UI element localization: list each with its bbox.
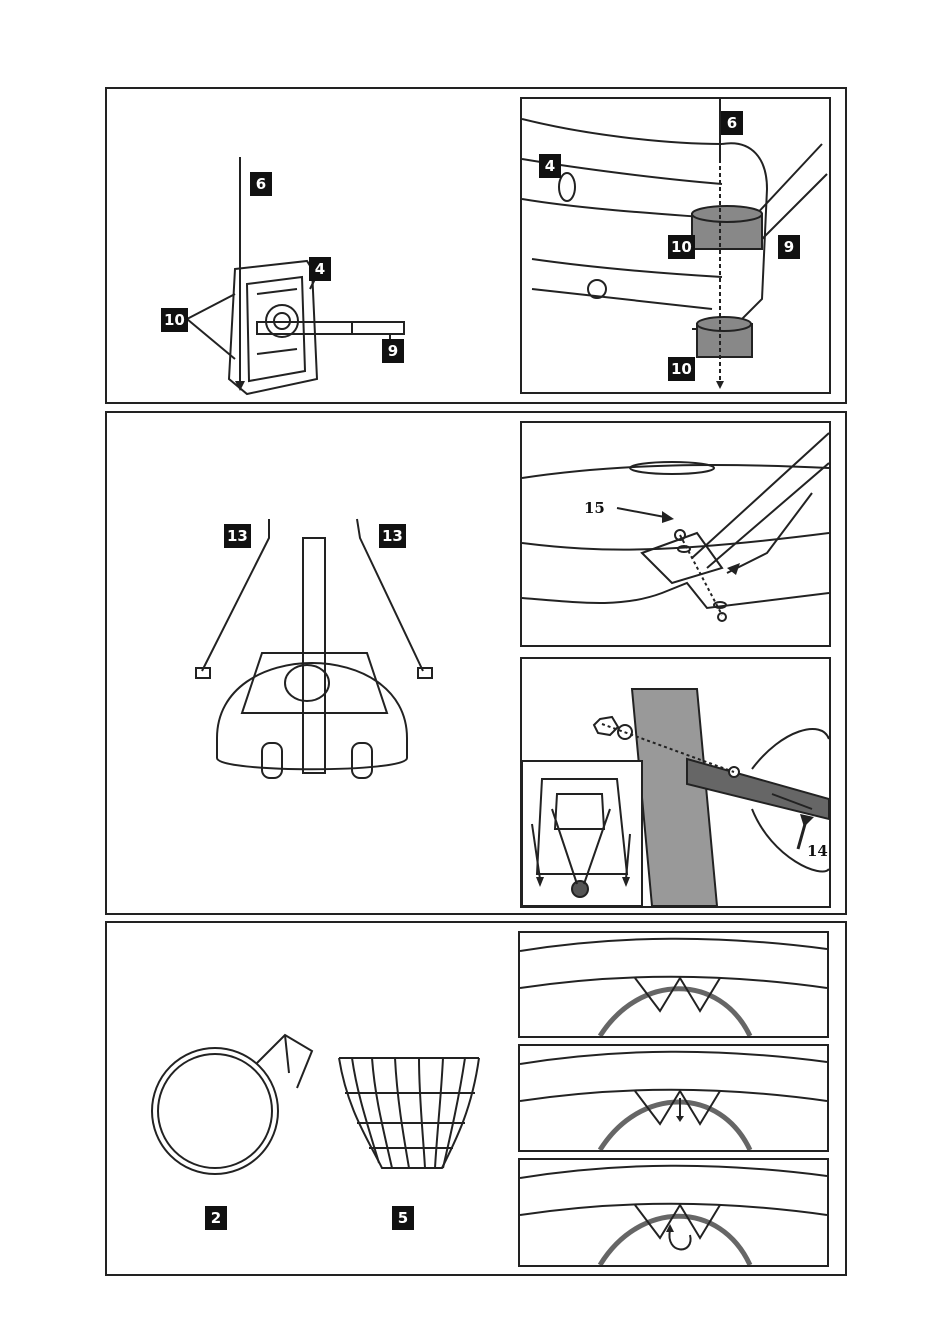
part-label-13: 13	[224, 524, 251, 548]
step-2-overview-drawing: 13 13	[107, 413, 507, 913]
step-3-detail-1-frame	[518, 931, 829, 1038]
step-2-detail-top-frame: 15	[520, 421, 831, 647]
part-label-2: 2	[205, 1206, 227, 1230]
part-label-9: 9	[382, 339, 404, 363]
step-3-detail-2-frame	[518, 1044, 829, 1152]
part-label-10: 10	[668, 235, 695, 259]
step-1-detail-frame: 6 4 9 10 10	[520, 97, 831, 394]
step-3-detail-3-frame	[518, 1158, 829, 1267]
part-label-4: 4	[539, 154, 561, 178]
step-3-overview-drawing: 2 5	[107, 923, 507, 1273]
part-label-6: 6	[250, 172, 272, 196]
part-label-6: 6	[721, 111, 743, 135]
part-label-9: 9	[778, 235, 800, 259]
part-label-5: 5	[392, 1206, 414, 1230]
part-label-13: 13	[379, 524, 406, 548]
assembly-step-2-panel: 13 13 15	[105, 411, 847, 915]
part-label-4: 4	[309, 257, 331, 281]
step-2-detail-bottom-frame: 14	[520, 657, 831, 908]
part-label-10: 10	[668, 357, 695, 381]
part-label-14: 14	[807, 842, 828, 860]
part-label-15: 15	[584, 499, 605, 517]
step-1-overview-drawing: 6 4 10 9	[107, 89, 507, 402]
assembly-step-3-panel: 2 5	[105, 921, 847, 1276]
assembly-step-1-panel: 6 4 10 9	[105, 87, 847, 404]
part-label-10: 10	[161, 308, 188, 332]
